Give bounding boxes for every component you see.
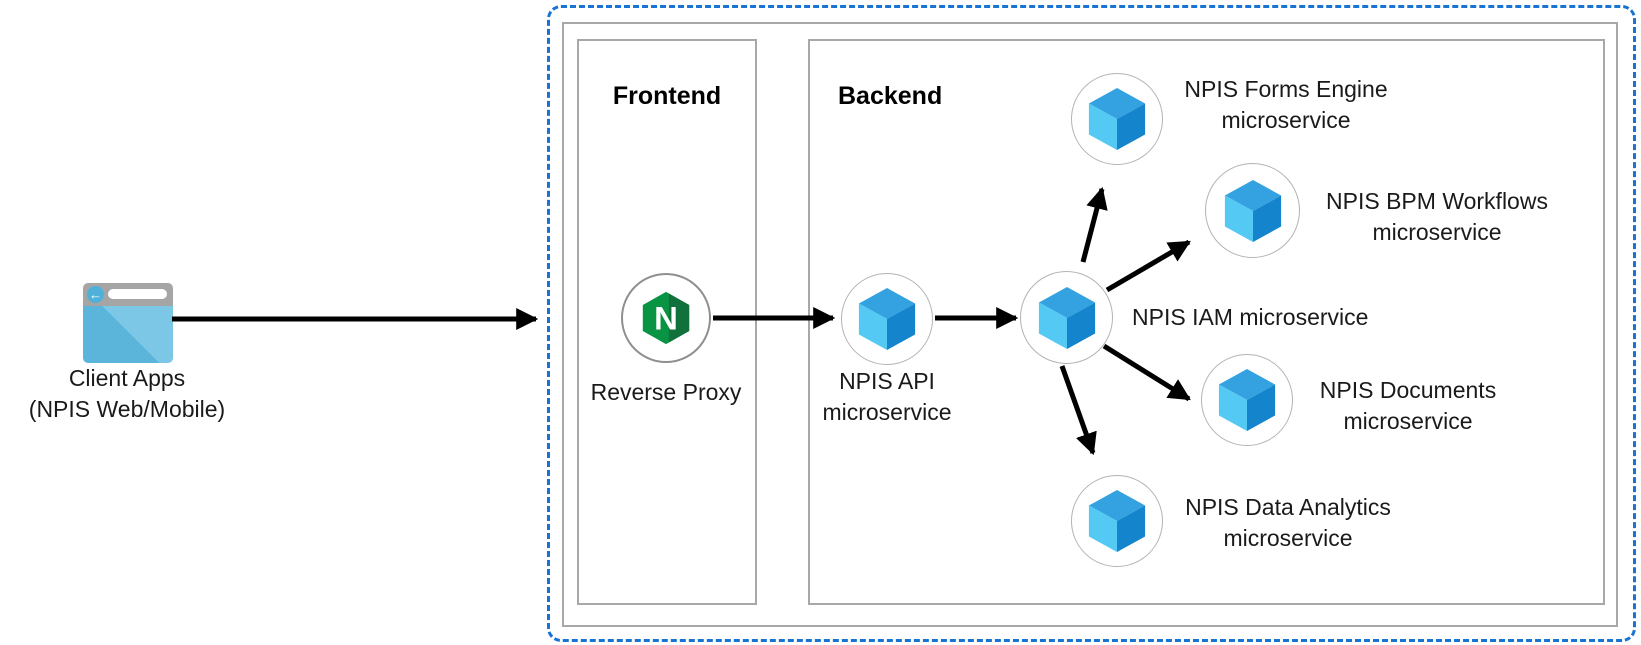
frontend-zone: Frontend <box>577 39 757 605</box>
npis-forms-engine-label-line1: NPIS Forms Engine <box>1184 76 1388 102</box>
npis-forms-engine-node <box>1071 73 1163 165</box>
client-apps-label: Client Apps (NPIS Web/Mobile) <box>0 363 254 425</box>
npis-documents-label-line2: microservice <box>1343 408 1473 434</box>
npis-iam-label: NPIS IAM microservice <box>1132 304 1369 330</box>
npis-api-label-line1: NPIS API <box>839 368 935 394</box>
reverse-proxy-node: N <box>621 273 711 363</box>
azure-cube-icon <box>1216 367 1278 433</box>
azure-cube-icon <box>856 286 918 352</box>
system-boundary-dashed <box>547 5 1636 642</box>
npis-data-analytics-node <box>1071 475 1163 567</box>
npis-data-analytics-label: NPIS Data Analytics microservice <box>1168 492 1408 554</box>
backend-zone: Backend <box>808 39 1605 605</box>
npis-iam-node <box>1020 271 1113 364</box>
npis-data-analytics-label-line1: NPIS Data Analytics <box>1185 494 1391 520</box>
npis-bpm-workflows-label: NPIS BPM Workflows microservice <box>1306 186 1568 248</box>
azure-cube-icon <box>1086 86 1148 152</box>
nginx-icon: N <box>642 291 690 345</box>
azure-cube-icon <box>1222 178 1284 244</box>
azure-cube-icon <box>1086 488 1148 554</box>
browser-titlebar: ← <box>83 283 173 306</box>
npis-api-label: NPIS API microservice <box>787 366 987 428</box>
client-apps-label-line1: Client Apps <box>68 365 186 391</box>
address-bar <box>108 289 167 299</box>
client-apps-label-line2: (NPIS Web/Mobile) <box>28 396 226 422</box>
npis-bpm-workflows-label-line2: microservice <box>1372 219 1502 245</box>
npis-documents-label: NPIS Documents microservice <box>1288 375 1528 437</box>
azure-cube-icon <box>1036 285 1098 351</box>
browser-window-icon: ← <box>83 283 173 363</box>
npis-bpm-workflows-label-line1: NPIS BPM Workflows <box>1326 188 1548 214</box>
npis-documents-label-line1: NPIS Documents <box>1319 377 1497 403</box>
nginx-letter: N <box>654 300 678 337</box>
frontend-zone-title: Frontend <box>612 82 722 110</box>
npis-api-label-line2: microservice <box>822 399 952 425</box>
npis-forms-engine-label: NPIS Forms Engine microservice <box>1161 74 1411 136</box>
back-arrow-icon: ← <box>87 286 104 303</box>
npis-api-node <box>841 273 933 365</box>
browser-body <box>83 306 173 363</box>
npis-forms-engine-label-line2: microservice <box>1221 107 1351 133</box>
npis-bpm-workflows-node <box>1205 163 1300 258</box>
npis-documents-node <box>1201 354 1293 446</box>
reverse-proxy-label: Reverse Proxy <box>590 379 742 405</box>
backend-zone-title: Backend <box>838 82 943 110</box>
npis-data-analytics-label-line2: microservice <box>1223 525 1353 551</box>
